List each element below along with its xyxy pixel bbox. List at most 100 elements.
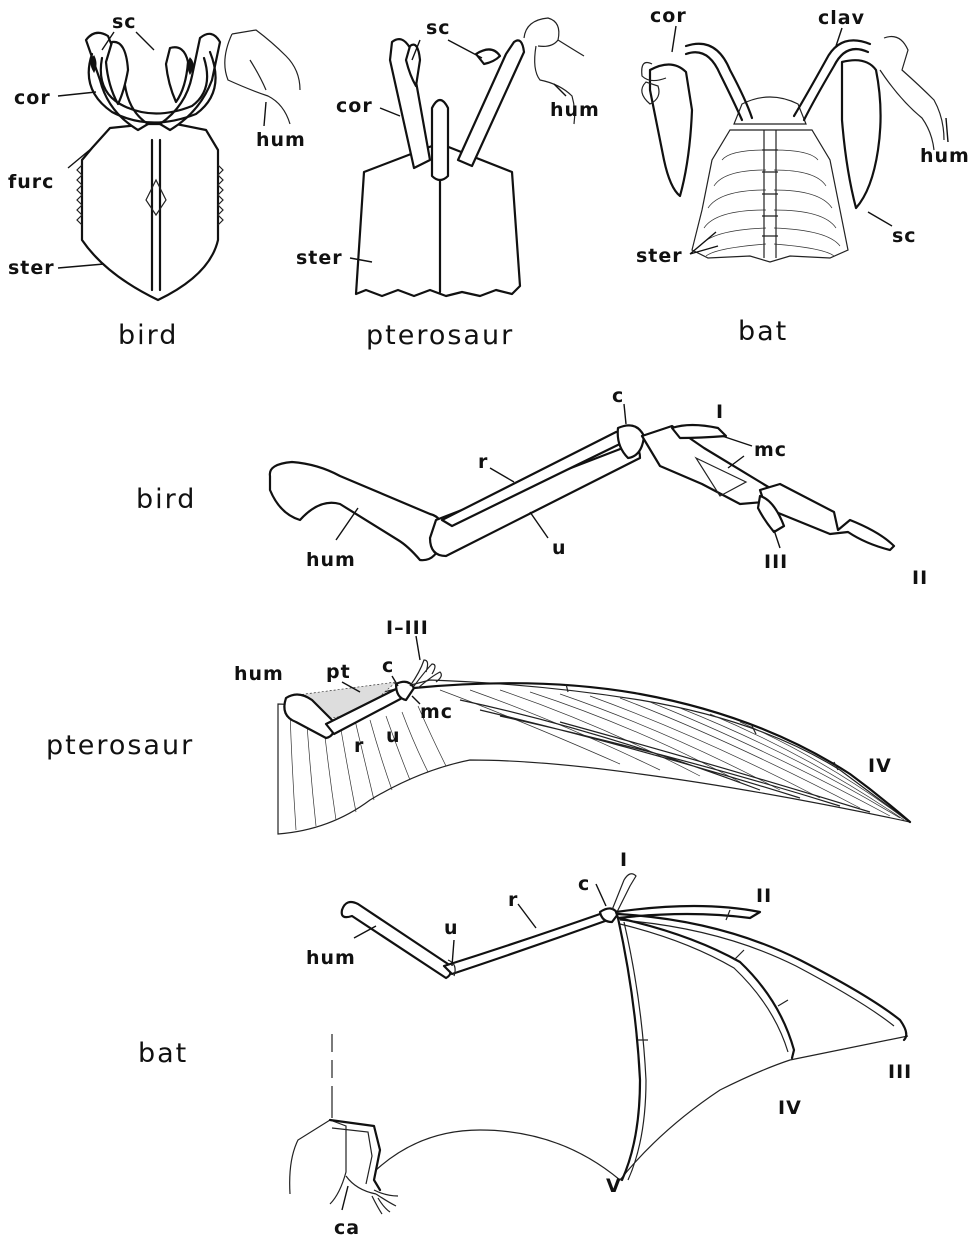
- pterosaur-wing-label-hum: hum: [234, 663, 284, 685]
- pterosaur-girdle-sc-leaders: [412, 40, 482, 60]
- bird-girdle-caption: bird: [118, 320, 178, 351]
- bat-humerus-outline: [880, 37, 944, 151]
- bat-wing-label-c: c: [578, 873, 590, 895]
- bird-wing-caption: bird: [136, 484, 196, 515]
- bat-left-clavicle: [686, 44, 752, 118]
- bat-wing-label-I: I: [620, 849, 628, 871]
- pterosaur-girdle-cor-leader: [380, 108, 400, 116]
- bird-sternum-shape: [82, 124, 218, 300]
- bird-wing-label-mc: mc: [754, 439, 787, 461]
- bird-wing-label-II: II: [912, 567, 928, 589]
- bat-girdle-hum-leader: [946, 118, 948, 142]
- bat-wing-c-leader: [596, 884, 606, 906]
- bat-girdle-label-clav: clav: [818, 7, 865, 29]
- pterosaur-wing-label-IV: IV: [868, 755, 892, 777]
- bird-sternum-right-serration: [218, 165, 223, 225]
- bat-wing-membrane: [376, 1036, 908, 1180]
- bird-humerus-outline: [225, 30, 300, 124]
- bird-wing-hum-leader: [336, 508, 358, 540]
- bird-girdle-label-hum: hum: [256, 129, 306, 151]
- bird-shoulder-girdle-drawing: sc cor furc ster hum bird: [8, 11, 306, 351]
- bird-wing-ulna: [430, 446, 640, 556]
- bat-girdle-sc-leader: [868, 212, 892, 226]
- bat-wing-label-r: r: [508, 889, 518, 911]
- pterosaur-wing-label-c: c: [382, 655, 394, 677]
- bird-wing-III-leader: [774, 530, 780, 548]
- bird-wing-label-III: III: [764, 551, 788, 573]
- bat-shoulder-girdle-drawing: cor clav hum sc ster bat: [636, 5, 970, 347]
- bat-girdle-label-sc: sc: [892, 225, 917, 247]
- bat-wing-thumb-I: [612, 874, 636, 914]
- bat-wing-label-hum: hum: [306, 947, 356, 969]
- bird-wing-u-leader: [530, 512, 548, 538]
- pterosaur-wing-caption: pterosaur: [46, 730, 194, 761]
- bird-right-scapula: [166, 47, 188, 102]
- pterosaur-wing-drawing: pterosaur I–III pt c hum mc r u IV: [46, 617, 910, 834]
- bat-left-scapula: [650, 64, 692, 196]
- bat-wing-label-V: V: [606, 1175, 622, 1197]
- bat-wing-r-leader: [518, 904, 536, 928]
- bird-wing-digit-I: [672, 425, 726, 438]
- bird-wing-I-leader: [722, 436, 752, 446]
- bird-glenoid-left: [91, 56, 96, 72]
- bat-wing-radius: [444, 914, 608, 974]
- bird-girdle-label-ster: ster: [8, 257, 55, 279]
- pterosaur-wing-label-I-III: I–III: [386, 617, 429, 639]
- bird-wing-label-c: c: [612, 385, 624, 407]
- bat-wing-digit-III: [618, 914, 906, 1040]
- bird-wing-label-u: u: [552, 537, 567, 559]
- pterosaur-wing-finger-joints: [566, 684, 838, 770]
- bird-wing-label-hum: hum: [306, 549, 356, 571]
- bat-wing-humerus: [342, 902, 451, 978]
- bird-wing-c-leader: [624, 404, 626, 424]
- bat-wing-label-u: u: [444, 917, 459, 939]
- bat-wing-digit-IV: [618, 918, 794, 1058]
- bat-wing-hum-leader: [354, 926, 376, 938]
- bird-girdle-hum-leader: [264, 102, 266, 126]
- pterosaur-wing-label-r: r: [354, 735, 364, 757]
- pterosaur-cristospine: [432, 100, 448, 180]
- bird-wing-label-r: r: [478, 451, 488, 473]
- pterosaur-wing-label-u: u: [386, 725, 401, 747]
- bird-girdle-label-furc: furc: [8, 171, 54, 193]
- bird-girdle-cor-leader: [58, 92, 96, 96]
- pterosaur-wing-IIII-leader: [416, 636, 420, 660]
- pterosaur-girdle-label-sc: sc: [426, 17, 451, 39]
- bat-wing-label-II: II: [756, 885, 772, 907]
- pterosaur-wing-label-pt: pt: [326, 661, 351, 683]
- bat-body-outline: [290, 1120, 346, 1204]
- bird-girdle-label-cor: cor: [14, 87, 51, 109]
- bat-wing-label-IV: IV: [778, 1097, 802, 1119]
- bat-calcar: [346, 1176, 376, 1194]
- bat-ribs-right: [774, 150, 840, 256]
- bat-wing-digit-V: [618, 918, 640, 1180]
- bat-hindlimb-inner: [332, 1128, 372, 1184]
- bat-wing-ca-leader: [342, 1186, 348, 1210]
- bird-sternum-left-serration: [77, 165, 82, 225]
- bird-wing-r-leader: [490, 468, 514, 482]
- pterosaur-girdle-label-ster: ster: [296, 247, 343, 269]
- pterosaur-wing-label-mc: mc: [420, 701, 453, 723]
- bat-girdle-cor-leader: [672, 26, 676, 52]
- pterosaur-girdle-caption: pterosaur: [366, 320, 514, 351]
- pterosaur-wing-mc-leader: [412, 696, 420, 704]
- bat-wing-label-III: III: [888, 1061, 912, 1083]
- bird-girdle-ster-leader: [58, 264, 104, 268]
- pterosaur-girdle-label-cor: cor: [336, 95, 373, 117]
- bat-wing-label-ca: ca: [334, 1217, 360, 1239]
- bat-sternum-column: [762, 130, 778, 258]
- bat-wing-caption: bat: [138, 1038, 188, 1069]
- bird-wing-drawing: bird c I mc r u hum III II: [136, 385, 928, 589]
- bat-girdle-caption: bat: [738, 316, 788, 347]
- bat-ribs-left: [700, 150, 766, 256]
- bird-wing-label-I: I: [716, 401, 724, 423]
- bat-girdle-label-cor: cor: [650, 5, 687, 27]
- bat-left-clavicle-inner: [686, 52, 742, 120]
- bat-right-scapula: [842, 60, 881, 208]
- pterosaur-membrane-fibers-outer: [440, 690, 906, 820]
- pterosaur-shoulder-girdle-drawing: sc cor ster hum pterosaur: [296, 17, 600, 351]
- bat-girdle-label-hum: hum: [920, 145, 970, 167]
- bird-girdle-label-sc: sc: [112, 11, 137, 33]
- pterosaur-girdle-label-hum: hum: [550, 99, 600, 121]
